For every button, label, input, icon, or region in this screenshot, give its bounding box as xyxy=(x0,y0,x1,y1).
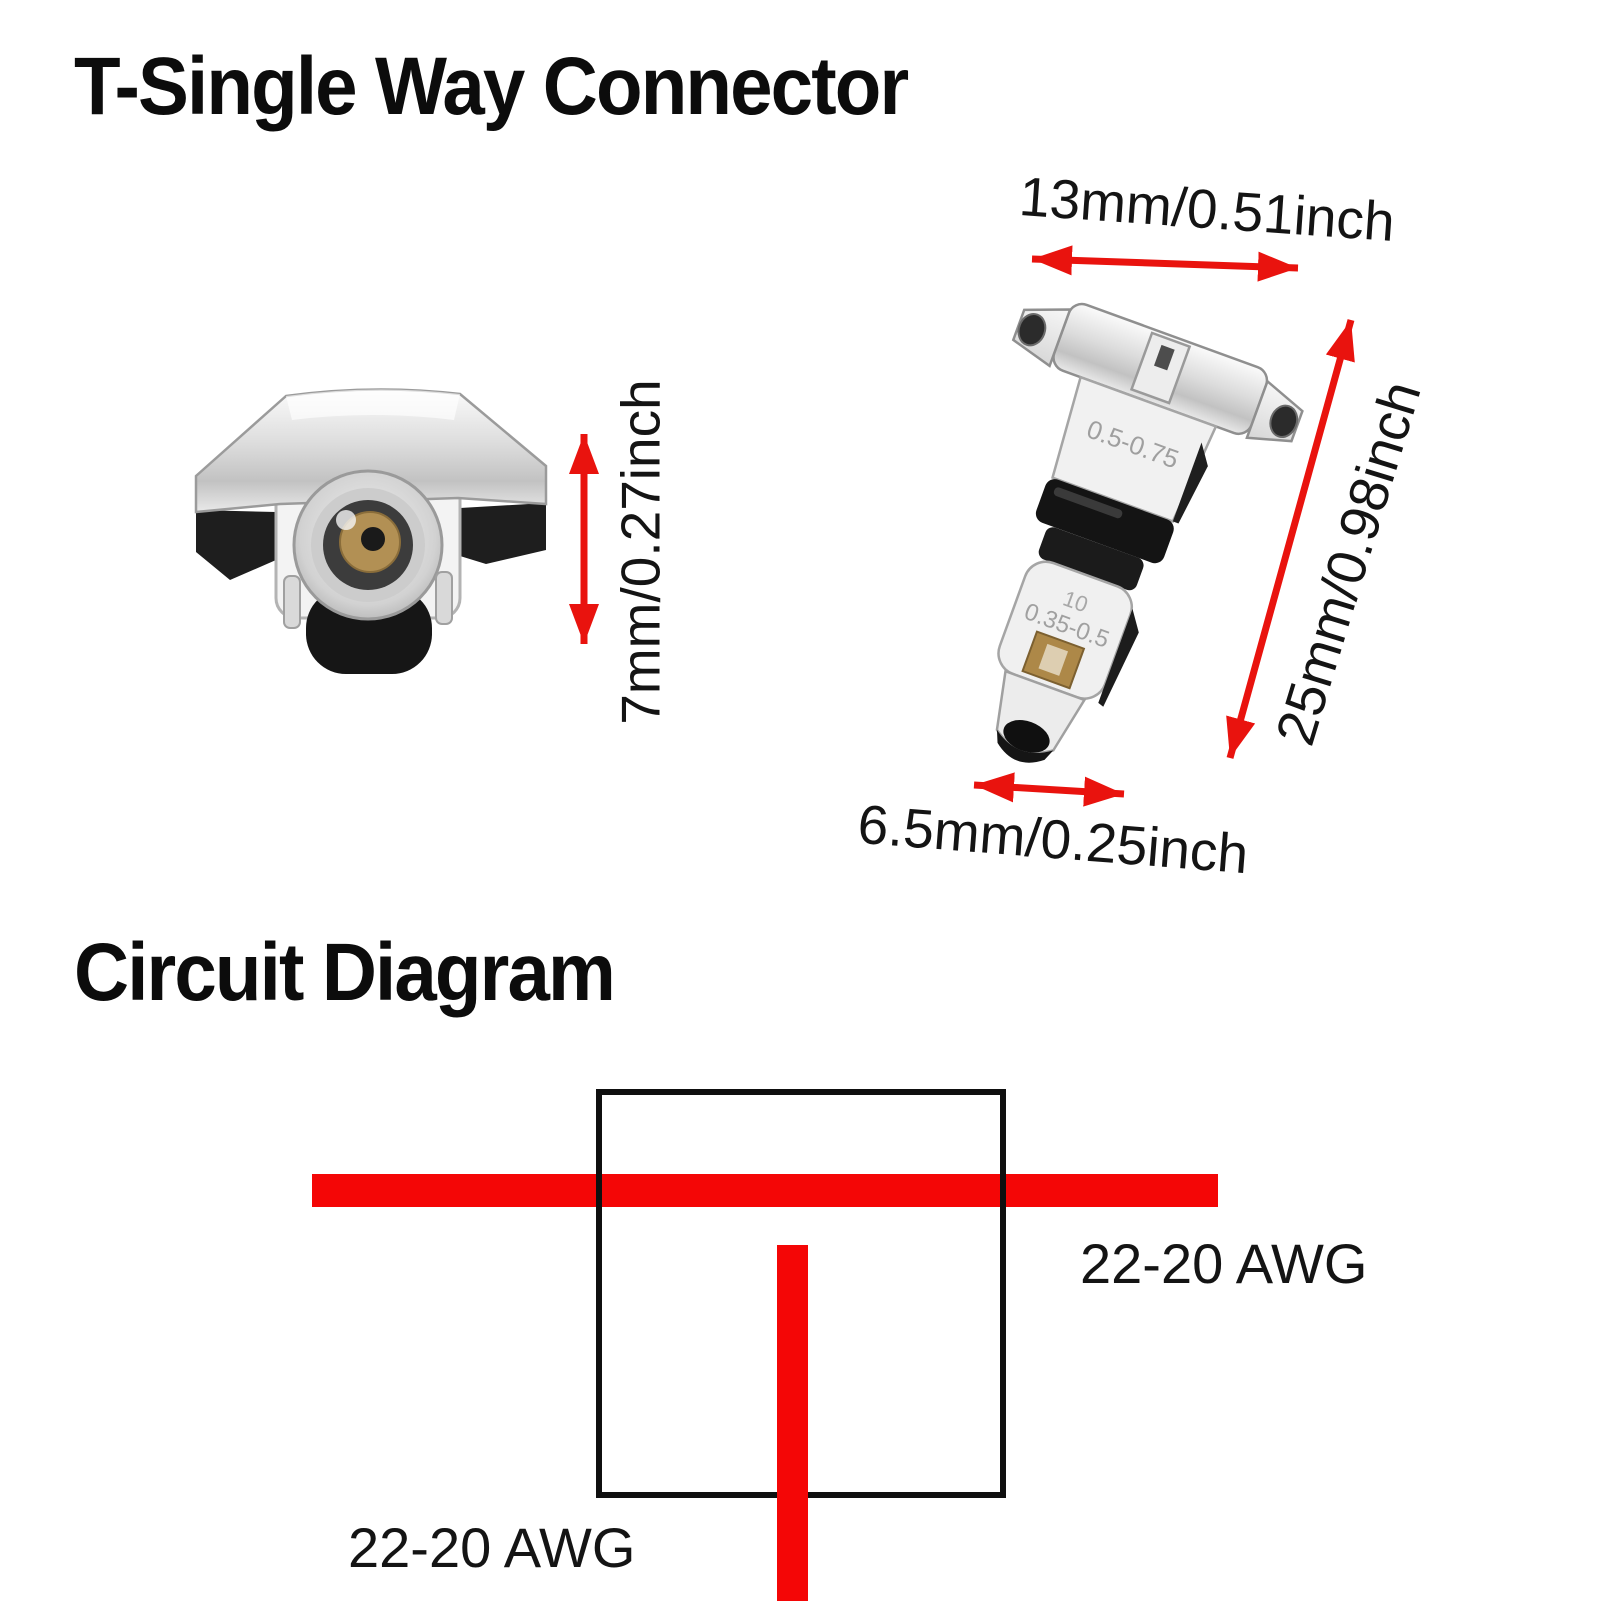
front-left-clamp xyxy=(196,510,276,580)
front-right-latch xyxy=(435,571,453,625)
front-left-latch xyxy=(283,575,301,629)
angled-upper-body xyxy=(1051,375,1218,523)
angled-tip-hole xyxy=(1003,720,1050,753)
front-right-clamp xyxy=(460,503,546,564)
awg-label-bottom: 22-20 AWG xyxy=(348,1516,636,1579)
awg-label-right: 22-20 AWG xyxy=(1080,1232,1368,1295)
front-barrel-glint xyxy=(336,510,356,530)
circuit-wire-horizontal xyxy=(312,1174,1218,1207)
angled-tip-shadow xyxy=(996,729,1054,763)
angled-left-wire-hole xyxy=(1017,312,1047,347)
circuit-wire-vertical xyxy=(777,1245,808,1601)
angled-band-highlight xyxy=(1053,487,1123,519)
angled-black-band-2 xyxy=(1038,527,1144,591)
dimension-arrow-top-width xyxy=(1031,245,1299,282)
front-view-photo xyxy=(194,388,548,674)
dimension-arrow-side-length xyxy=(1226,319,1355,759)
angled-latch-slot xyxy=(1153,344,1175,371)
circuit-diagram-heading: Circuit Diagram xyxy=(74,927,616,1018)
front-top-highlight xyxy=(286,389,460,420)
angled-upper-shadow-edge xyxy=(1172,442,1208,524)
angled-view-photo: 0.5-0.75 10 0.35-0.5 xyxy=(995,302,1304,763)
angled-lower-shadow-edge xyxy=(1098,608,1139,707)
dimension-label-front-height: 7mm/0.27inch xyxy=(609,379,672,725)
angled-brass-glint xyxy=(1038,643,1069,676)
dimension-arrow-bottom-width xyxy=(973,772,1125,807)
front-pin-hole xyxy=(361,527,385,551)
page-title: T-Single Way Connector xyxy=(74,41,909,132)
